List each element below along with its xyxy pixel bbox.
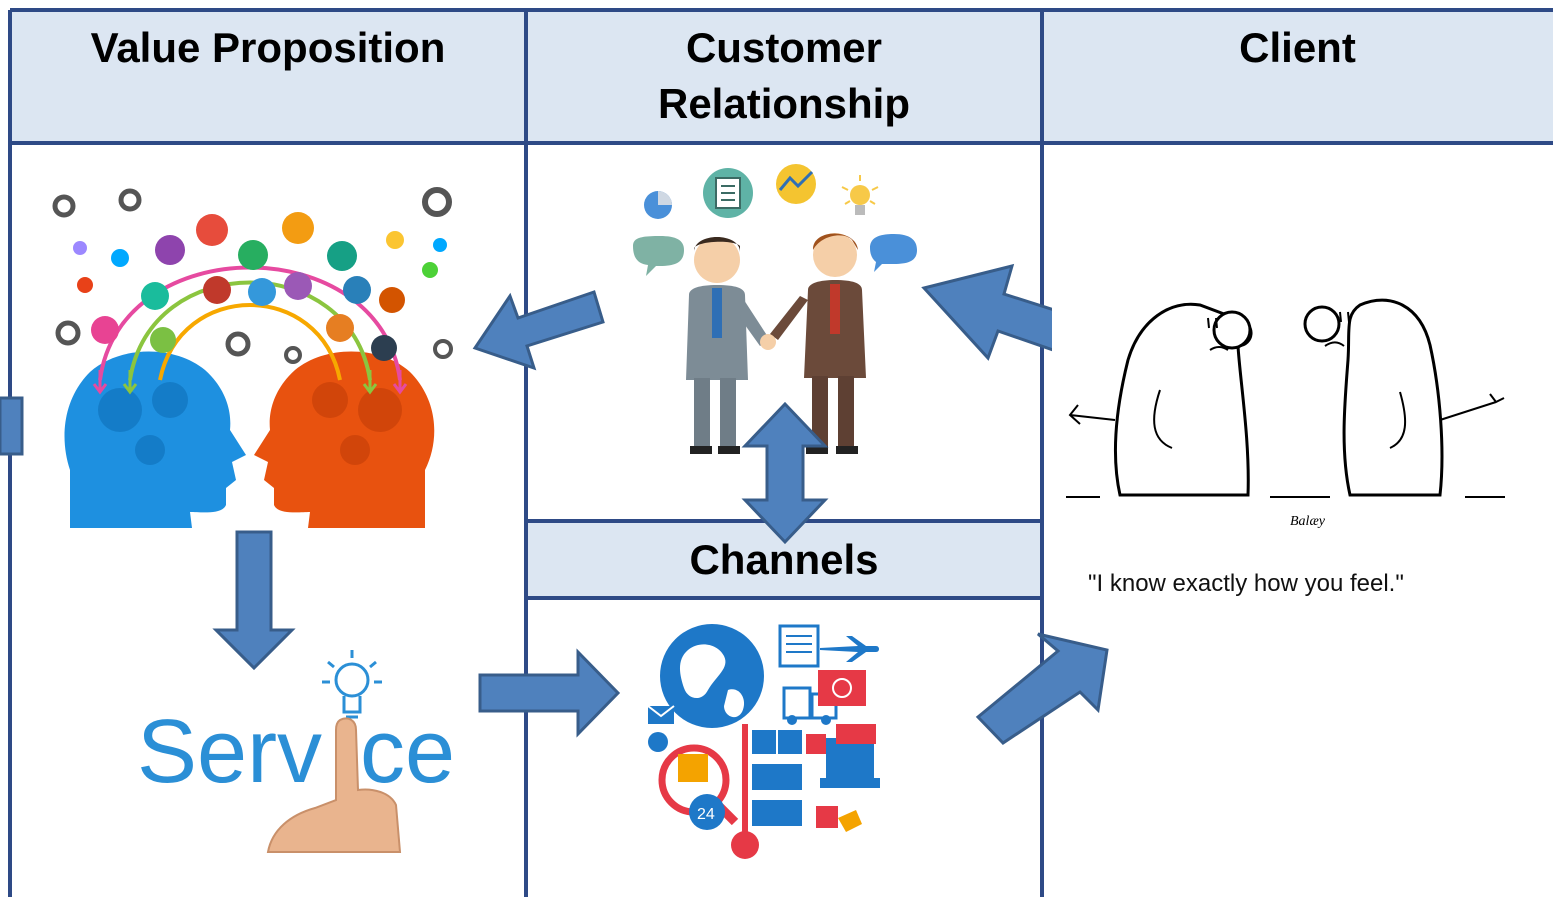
arrow-brains-to-service	[212, 530, 296, 671]
brains-illustration	[52, 187, 453, 528]
value-proposition-header	[10, 10, 526, 143]
arrow-relationship-to-value	[472, 290, 605, 371]
value-proposition-title: Value Proposition	[90, 24, 446, 71]
arrow-channels-to-client	[975, 632, 1109, 745]
client-cartoon: Balæy	[1052, 286, 1525, 624]
service-logo: Serv ce	[137, 650, 455, 853]
client-title: Client	[1239, 24, 1356, 71]
channels-title: Channels	[689, 536, 879, 583]
cartoon-caption: "I know exactly how you feel."	[1088, 570, 1404, 597]
customer-relationship-title-line1: Customer	[685, 24, 883, 71]
customer-relationship-header	[526, 10, 1042, 143]
service-word-left: Serv	[137, 702, 322, 802]
cartoon-signature: Balæy	[1290, 514, 1326, 529]
pointing-hand	[266, 717, 402, 853]
clock-label: 24	[697, 806, 715, 823]
handshake-illustration	[633, 164, 917, 454]
client-header	[1042, 10, 1553, 143]
left-edge-arrow-fragment	[0, 396, 24, 456]
service-word-right: ce	[360, 702, 455, 802]
channels-illustration: 24	[647, 624, 880, 859]
arrow-relationship-channels	[741, 401, 829, 545]
speech-bubble-left	[633, 236, 684, 276]
plane-icon	[820, 636, 879, 662]
idea-icon	[841, 175, 879, 215]
lightbulb-icon	[322, 650, 382, 719]
arrow-service-to-channels	[478, 648, 621, 738]
customer-relationship-title-line2: Relationship	[657, 80, 911, 127]
speech-bubble-right	[870, 234, 917, 272]
